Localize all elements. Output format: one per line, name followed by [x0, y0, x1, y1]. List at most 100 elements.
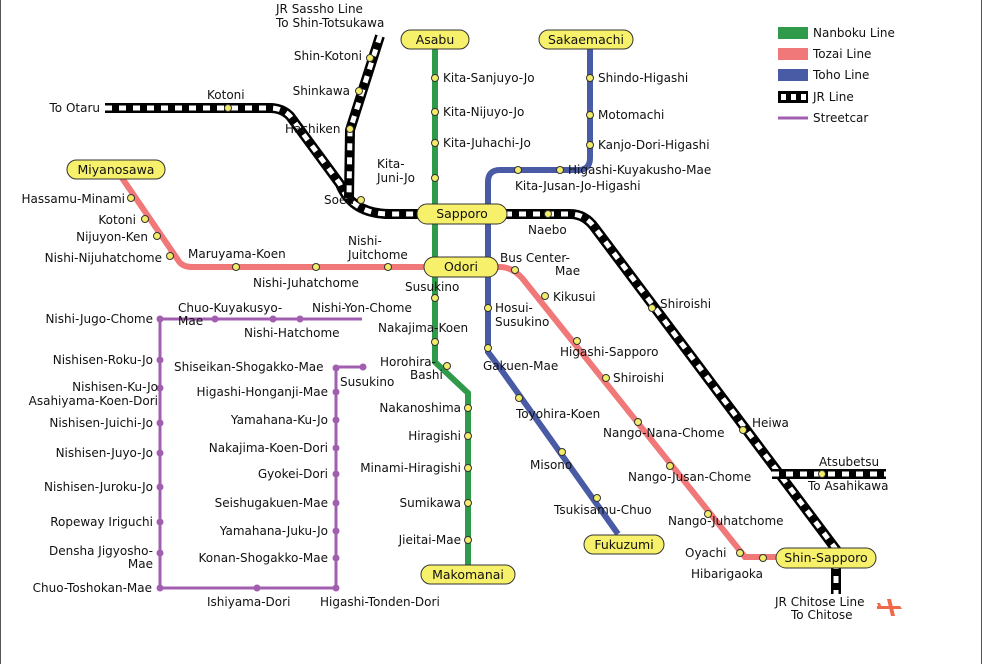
airplane-icon: [877, 599, 902, 616]
station-dot: [593, 494, 601, 502]
label-kita-juni-jo: Kita-: [377, 157, 405, 171]
station-dot: [431, 74, 439, 82]
label-kanjo-dori-higashi: Kanjo-Dori-Higashi: [598, 138, 710, 152]
label-nango-nana-chome: Nango-Nana-Chome: [603, 426, 724, 440]
station-dot: [464, 432, 472, 440]
label-chuo-kuyakusyo-mae-2: Mae: [178, 314, 203, 328]
station-dot: [166, 252, 174, 260]
streetcar-stop: [156, 315, 164, 323]
label-gyokei-dori: Gyokei-Dori: [258, 467, 328, 481]
legend-streetcar: Streetcar: [813, 111, 868, 125]
station-dot: [384, 263, 392, 271]
label-shiroishi-jr: Shiroishi: [660, 297, 711, 311]
station-dot: [634, 418, 642, 426]
label-hosui-susukino: Hosui-: [495, 301, 533, 315]
station-dot: [739, 426, 747, 434]
station-dot: [515, 394, 523, 402]
svg-text:Fukuzumi: Fukuzumi: [594, 537, 653, 552]
station-dot: [556, 166, 564, 174]
streetcar-stop: [332, 554, 340, 562]
svg-text:Sakaemachi: Sakaemachi: [548, 32, 624, 47]
terminal-makomanai[interactable]: Makomanai: [420, 564, 516, 585]
terminal-fukuzumi[interactable]: Fukuzumi: [583, 534, 665, 555]
station-dot: [736, 549, 744, 557]
label-nakanoshima: Nakanoshima: [379, 401, 461, 415]
label-nishi-jugo-chome: Nishi-Jugo-Chome: [45, 312, 153, 326]
station-dot: [541, 292, 549, 300]
label-nishi-yon-chome: Nishi-Yon-Chome: [312, 301, 412, 315]
terminal-asabu[interactable]: Asabu: [400, 29, 470, 50]
station-dot: [586, 74, 594, 82]
station-dot: [586, 141, 594, 149]
label-kita-sanjuyo-jo: Kita-Sanjuyo-Jo: [443, 71, 535, 85]
label-densha-jigyosho-mae: Densha Jigyosho-: [49, 544, 153, 558]
label-chuo-toshokan-mae: Chuo-Toshokan-Mae: [33, 581, 152, 595]
station-dot: [464, 404, 472, 412]
label-kita-jusan-jo-higashi: Kita-Jusan-Jo-Higashi: [515, 179, 641, 193]
svg-text:Miyanosawa: Miyanosawa: [78, 162, 155, 177]
label-jr-chitose: JR Chitose Line: [774, 595, 865, 609]
label-nakajima-koen: Nakajima-Koen: [378, 321, 468, 335]
label-shinkawa: Shinkawa: [293, 84, 350, 98]
station-dots: [127, 54, 826, 562]
streetcar-stop: [332, 527, 340, 535]
streetcar-stop: [156, 549, 164, 557]
legend-tozai: Tozai Line: [812, 47, 871, 61]
label-nishisen-juroku-jo: Nishisen-Juroku-Jo: [44, 480, 153, 494]
station-dot: [346, 125, 354, 133]
streetcar-stop: [253, 584, 261, 592]
station-dot: [464, 499, 472, 507]
station-dot: [602, 374, 610, 382]
legend-swatch-jr: [778, 91, 808, 103]
label-horohira-bashi: Horohira-: [380, 355, 436, 369]
label-asahiyama-koen-dori: Asahiyama-Koen-Dori: [29, 394, 158, 408]
terminal-odori[interactable]: Odori: [423, 256, 499, 278]
tozai-line: [115, 170, 780, 560]
label-susukino-streetcar: Susukino: [340, 375, 394, 389]
station-dot: [464, 464, 472, 472]
station-dot: [312, 263, 320, 271]
station-dot: [224, 104, 232, 112]
label-kita-nijuyo-jo: Kita-Nijuyo-Jo: [443, 105, 524, 119]
label-nishisen-juichi-jo: Nishisen-Juichi-Jo: [49, 416, 153, 430]
label-hiragishi: Hiragishi: [408, 429, 461, 443]
label-nijuyon-ken: Nijuyon-Ken: [76, 230, 148, 244]
label-jieitai-mae: Jieitai-Mae: [398, 533, 461, 547]
label-soen: Soen: [324, 193, 354, 207]
label-to-chitose: To Chitose: [790, 608, 852, 622]
terminal-sapporo[interactable]: Sapporo: [416, 203, 508, 225]
label-higashi-tonden-dori: Higashi-Tonden-Dori: [320, 595, 440, 609]
station-dot: [431, 108, 439, 116]
label-to-asahikawa: To Asahikawa: [807, 479, 888, 493]
station-dot: [127, 194, 135, 202]
label-seishugakuen-mae: Seishugakuen-Mae: [215, 496, 328, 510]
label-hibarigaoka: Hibarigaoka: [691, 567, 763, 581]
label-higashi-honganji-mae: Higashi-Honganji-Mae: [197, 385, 328, 399]
label-gakuen-mae: Gakuen-Mae: [483, 359, 558, 373]
terminal-badges: Asabu Sakaemachi Miyanosawa Sapporo Odor…: [66, 29, 877, 585]
streetcar-stop: [269, 315, 277, 323]
station-dot: [759, 554, 767, 562]
label-konan-shogakko-mae: Konan-Shogakko-Mae: [199, 551, 329, 565]
label-bus-center-mae-2: Mae: [555, 264, 580, 278]
label-ropeway-iriguchi: Ropeway Iriguchi: [50, 515, 153, 529]
streetcar-stop: [332, 499, 340, 507]
station-dot: [511, 266, 519, 274]
label-kotoni-tozai: Kotoni: [98, 213, 136, 227]
terminal-sakaemachi[interactable]: Sakaemachi: [538, 29, 634, 50]
legend-swatch-tozai: [778, 48, 808, 60]
label-nishi-juitchome: Nishi-: [348, 234, 382, 248]
terminal-miyanosawa[interactable]: Miyanosawa: [66, 159, 166, 180]
station-dot: [544, 210, 552, 218]
station-dot: [666, 462, 674, 470]
label-jr-sassho: JR Sassho Line: [275, 2, 363, 16]
svg-text:Odori: Odori: [444, 259, 478, 274]
label-shin-kotoni: Shin-Kotoni: [294, 49, 362, 63]
label-hosui-susukino-2: Susukino: [495, 315, 549, 329]
streetcar-stop: [211, 315, 219, 323]
legend-jr: JR Line: [812, 90, 854, 104]
label-ishiyama-dori: Ishiyama-Dori: [207, 595, 290, 609]
label-sumikawa: Sumikawa: [399, 496, 461, 510]
terminal-shin-sapporo[interactable]: Shin-Sapporo: [775, 547, 877, 569]
label-nishisen-roku-jo: Nishisen-Roku-Jo: [53, 353, 153, 367]
